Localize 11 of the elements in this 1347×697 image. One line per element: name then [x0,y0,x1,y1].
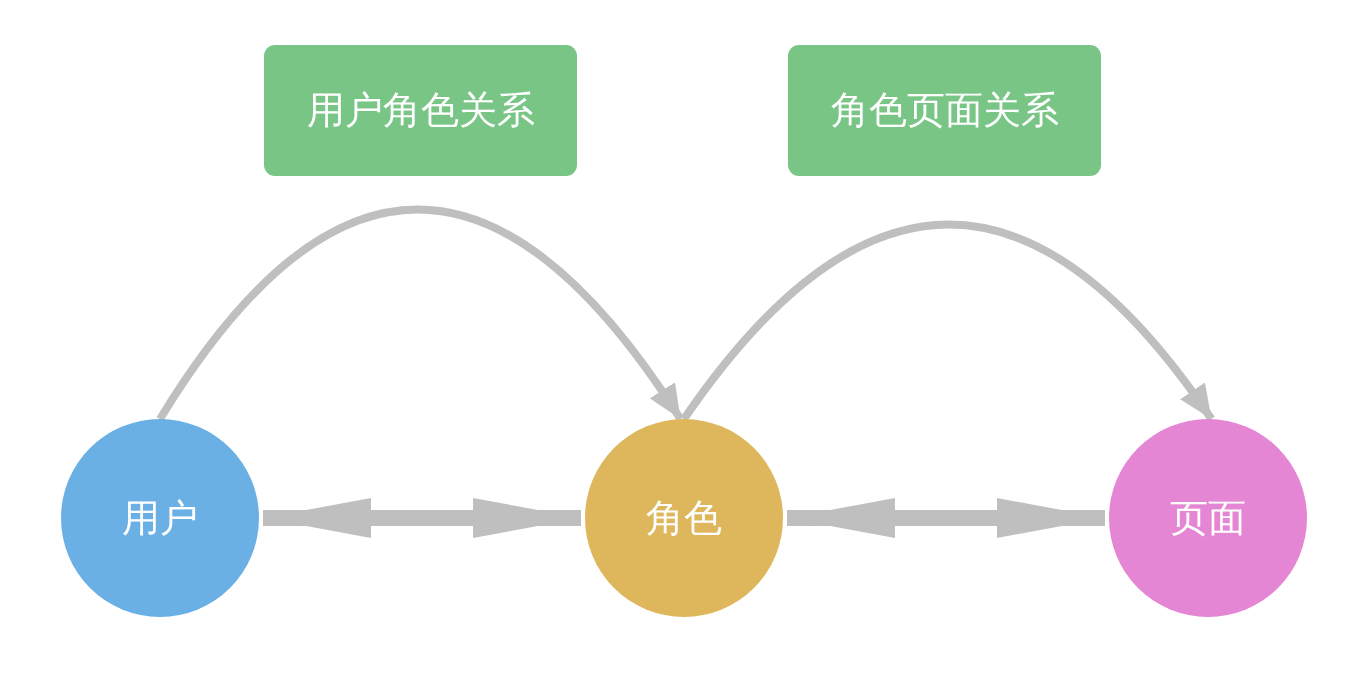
double-arrow [787,498,1105,538]
node-label: 角色页面关系 [830,87,1059,134]
node-label: 角色 [646,494,722,542]
relation-box [788,45,1101,176]
curved-arrow [680,220,1215,422]
node-label: 用户角色关系 [306,87,535,134]
node-label: 用户 [122,494,198,542]
node-label: 页面 [1170,494,1246,542]
relation-box [264,45,577,176]
curved-arrow [156,205,684,422]
double-arrow [263,498,581,538]
